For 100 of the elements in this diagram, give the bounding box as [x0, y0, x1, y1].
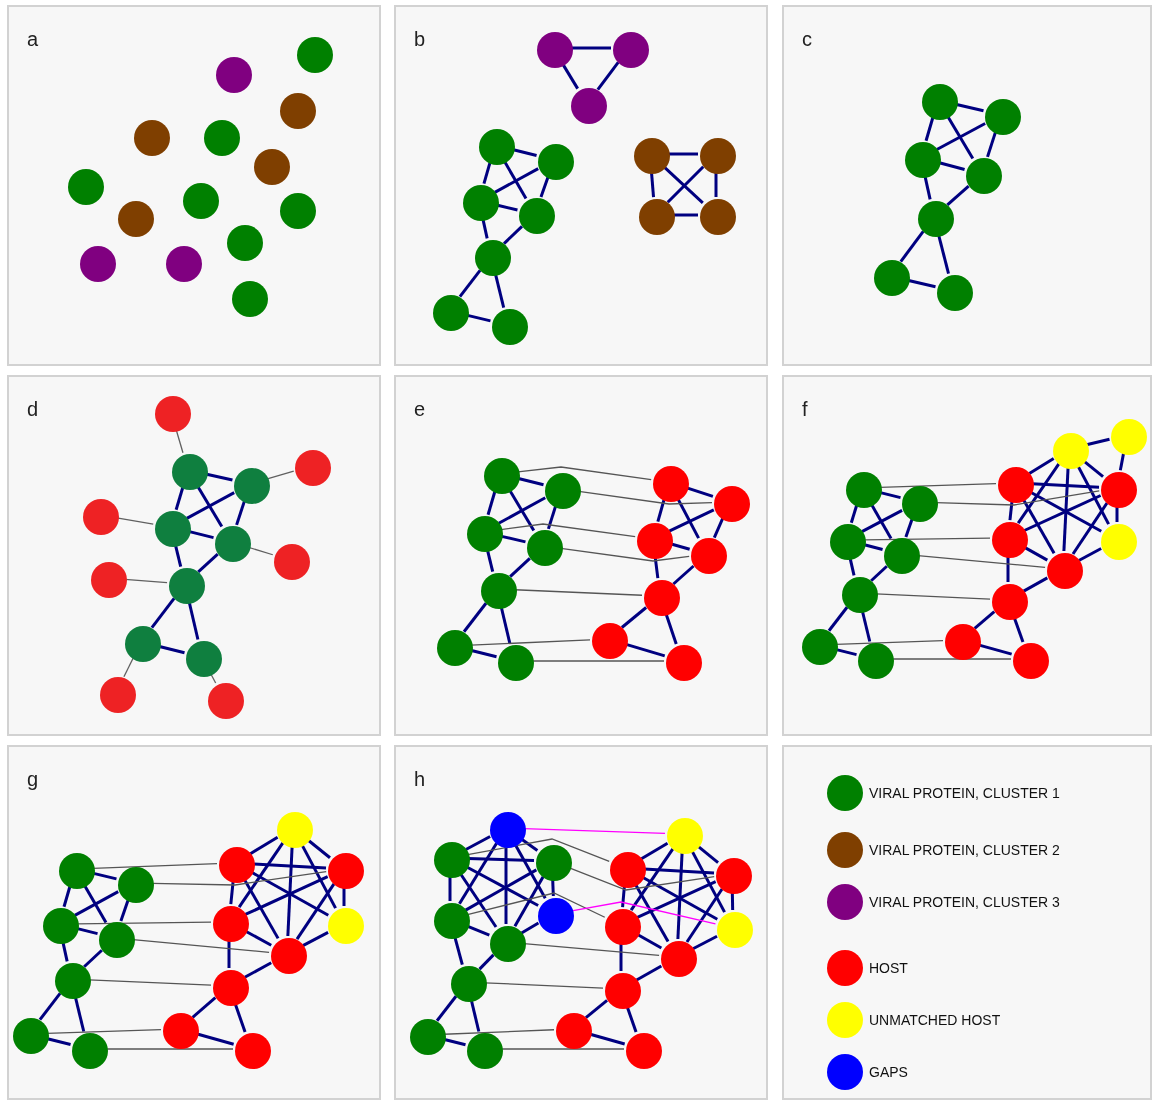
network-edge [907, 278, 936, 289]
panel-letter: a [27, 29, 39, 49]
network-edge [696, 844, 719, 864]
network-edge [513, 875, 545, 928]
network-edge [512, 148, 537, 157]
network-edge [863, 543, 883, 551]
graph-panel [782, 375, 1152, 736]
network-edge [105, 1048, 234, 1050]
graph-panel [7, 375, 381, 736]
legend-label: GAPS [869, 1065, 908, 1079]
network-edge [496, 203, 518, 212]
network-edge [560, 547, 690, 562]
network-edge [649, 171, 656, 198]
network-edge [481, 218, 489, 239]
network-edge [504, 846, 508, 924]
network-edge [578, 490, 713, 505]
network-edge [503, 225, 523, 245]
graph-panel [7, 745, 381, 1100]
network-edge [629, 848, 675, 911]
network-edge [150, 597, 176, 629]
network-edge [191, 996, 217, 1019]
panel-letter: d [27, 399, 39, 419]
network-edge [462, 602, 488, 633]
network-edge [1071, 502, 1109, 555]
network-edge [1012, 616, 1025, 643]
network-edge [1023, 494, 1102, 532]
network-edge [186, 491, 235, 520]
network-edge [1006, 556, 1010, 582]
legend-label: UNMATCHED HOST [869, 1013, 1001, 1027]
network-edge [517, 476, 544, 487]
graph-panel [782, 5, 1152, 366]
network-edge [76, 921, 212, 925]
network-edge [458, 872, 498, 928]
network-edge [835, 640, 944, 645]
network-edge [827, 606, 849, 632]
network-edge [937, 234, 950, 274]
network-edge [469, 999, 481, 1032]
network-edge [849, 504, 859, 524]
network-edge [38, 992, 62, 1021]
network-edge [955, 102, 984, 113]
network-edge [523, 827, 666, 835]
network-edge [302, 931, 329, 947]
network-edge [1028, 457, 1055, 475]
network-edge [500, 523, 636, 538]
network-edge [938, 161, 965, 171]
network-edge [835, 647, 857, 657]
network-edge [517, 466, 652, 481]
graph-panel [7, 5, 381, 366]
network-edge [712, 517, 725, 539]
graph-panel [394, 745, 768, 1100]
network-edge [1082, 459, 1104, 478]
network-edge [74, 890, 119, 917]
network-edge [485, 549, 495, 572]
network-edge [640, 841, 669, 861]
network-edge [596, 61, 620, 91]
network-edge [917, 555, 1046, 568]
network-edge [187, 601, 200, 640]
network-edge [643, 867, 715, 875]
network-edge [467, 857, 535, 862]
network-edge [470, 639, 591, 646]
network-edge [523, 942, 660, 957]
network-edge [173, 544, 183, 567]
network-edge [306, 838, 331, 859]
network-edge [676, 497, 700, 539]
network-edge [465, 835, 491, 851]
graph-panel [394, 375, 768, 736]
network-edge [500, 534, 526, 544]
network-edge [1016, 463, 1061, 524]
network-edge [620, 606, 648, 629]
network-edge [714, 172, 718, 197]
network-edge [73, 996, 86, 1032]
network-edge [924, 116, 935, 142]
network-edge [513, 843, 547, 899]
network-edge [860, 610, 872, 642]
panel-letter: c [802, 29, 812, 49]
network-edge [891, 658, 1012, 660]
network-edge [668, 508, 715, 533]
network-edge [244, 961, 272, 979]
network-edge [621, 885, 626, 908]
network-edge [484, 982, 604, 989]
network-edge [676, 851, 684, 940]
network-edge [88, 979, 212, 986]
network-edge [1076, 464, 1110, 525]
network-edge [470, 648, 497, 659]
network-edge [249, 836, 279, 855]
legend-label: HOST [869, 961, 908, 975]
network-edge [235, 500, 246, 526]
network-edge [300, 843, 337, 909]
network-edge [61, 941, 69, 962]
network-edge [478, 953, 495, 971]
network-edge [672, 564, 695, 586]
network-edge [1029, 490, 1102, 533]
network-edge [227, 940, 231, 968]
network-edge [619, 943, 623, 971]
network-edge [668, 152, 698, 156]
network-edge [76, 926, 98, 936]
network-edge [458, 842, 498, 905]
network-edge [124, 578, 168, 584]
network-edge [229, 880, 235, 905]
network-edge [493, 273, 506, 308]
